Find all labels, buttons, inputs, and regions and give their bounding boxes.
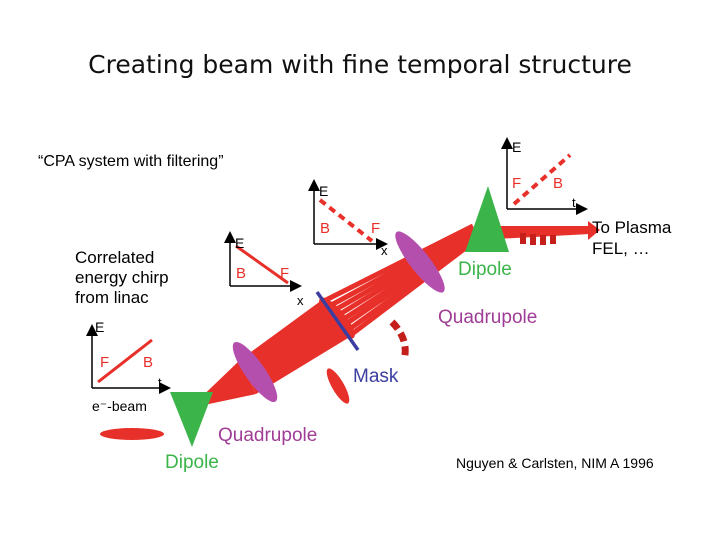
output-label-line: FEL, … <box>592 239 650 258</box>
chirp-line <box>235 244 289 285</box>
chirp-label: Correlated energy chirp from linac <box>75 248 173 307</box>
filtered-beam-blob <box>326 368 350 404</box>
plot-tag: B <box>553 175 563 192</box>
dipole-label-2: Dipole <box>458 259 512 280</box>
axis-label: E <box>319 183 328 199</box>
output-label: To Plasma FEL, … <box>592 218 676 258</box>
output-beam <box>476 226 590 240</box>
beam-body <box>240 300 353 394</box>
axis-label: E <box>235 235 244 251</box>
phase-space-plot-2: E x B F <box>224 231 304 308</box>
output-pulses <box>520 233 556 245</box>
phase-space-plot-1: E t F B <box>86 319 171 394</box>
quadrupole-label-2: Quadrupole <box>438 307 537 328</box>
chirp-label-line: energy chirp <box>75 268 169 287</box>
subtitle: “CPA system with filtering” <box>38 153 224 170</box>
quadrupole-lens-1 <box>232 341 278 403</box>
output-label-line: To Plasma <box>592 218 672 237</box>
axis-label: x <box>381 243 388 258</box>
mask-line <box>315 290 360 352</box>
plot-tag: F <box>100 354 109 371</box>
axis-label: t <box>572 195 576 210</box>
axis-label: E <box>95 319 104 335</box>
slide-title: Creating beam with fine temporal structu… <box>88 50 632 79</box>
chirp-line <box>97 338 153 384</box>
plot-tag: B <box>143 354 153 371</box>
plot-tag: F <box>280 265 289 282</box>
ebeam-label: e⁻-beam <box>92 398 147 414</box>
plot-tag: F <box>371 220 380 237</box>
beam-fan <box>318 223 478 339</box>
axis-label: E <box>512 139 521 155</box>
quadrupole-label-1: Quadrupole <box>218 425 317 446</box>
quadrupole-lens-2 <box>395 231 445 293</box>
plot-tag: B <box>320 220 330 237</box>
dipole-magnet-1 <box>170 392 213 447</box>
plot-tag: B <box>236 265 246 282</box>
chirp-label-line: Correlated <box>75 248 154 267</box>
dipole-magnet-2 <box>465 186 509 252</box>
phase-space-plot-3: E x B F <box>308 179 388 258</box>
output-arrow-head <box>588 221 600 240</box>
phase-space-plot-4: E t F B <box>501 137 588 215</box>
chirp-label-line: from linac <box>75 288 149 307</box>
mask-label: Mask <box>353 366 399 387</box>
dipole-label-1: Dipole <box>165 452 219 473</box>
plot-tag: F <box>512 175 521 192</box>
chirp-line-dashed <box>512 153 572 206</box>
filtered-beam-curve <box>389 319 409 361</box>
input-beam-pulse <box>100 428 164 440</box>
axis-label: x <box>297 293 304 308</box>
citation: Nguyen & Carlsten, NIM A 1996 <box>456 455 654 471</box>
axis-label: t <box>158 375 162 390</box>
